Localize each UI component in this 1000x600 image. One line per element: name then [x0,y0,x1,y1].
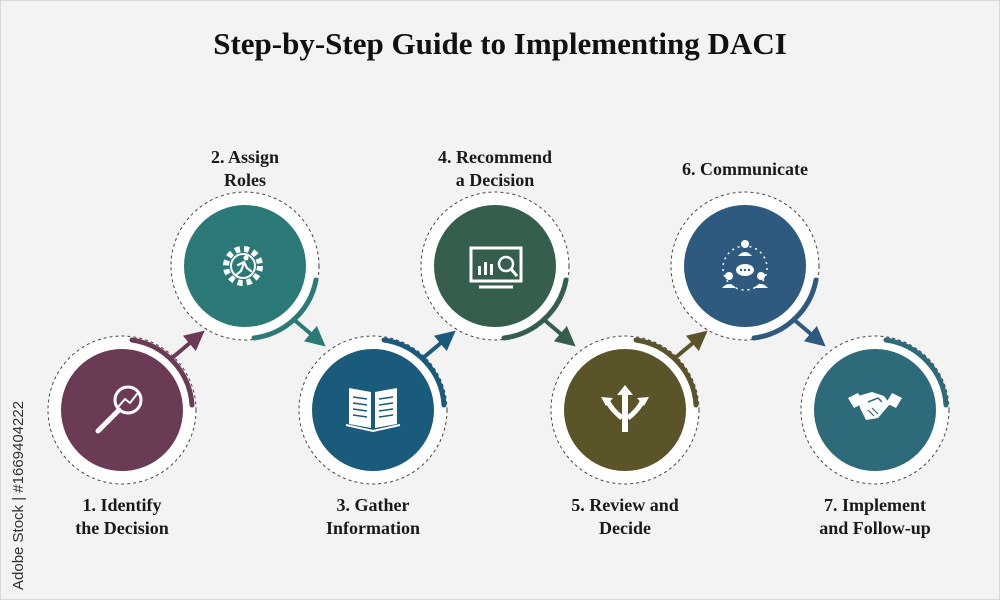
open-book-icon [345,388,401,433]
step-6-label: 6. Communicate [682,159,808,179]
handshake-icon [848,392,902,420]
step-2-arrow [290,316,326,347]
magnifier-chart-icon [95,385,143,434]
monitor-analytics-icon [469,246,523,289]
stock-watermark: Adobe Stock | #1669404222 [10,400,27,590]
step-6-arrow [790,316,826,347]
step-5-node [550,330,708,485]
step-3-arrow [421,330,456,360]
direction-arrows-icon [601,385,649,432]
gear-person-icon [223,246,263,286]
step-7-node [800,335,950,485]
step-2-node [170,191,326,347]
step-6-node [670,191,826,347]
step-7-arc [883,337,949,408]
step-4-arrow [540,316,576,347]
step-3-node [298,330,456,485]
step-3-arc [381,337,447,408]
step-5-arrow [673,330,708,360]
step-5-arc [633,337,699,408]
step-1-arrow [170,330,205,360]
page-title: Step-by-Step Guide to Implementing DACI [213,26,787,61]
step-1-arc [129,337,195,408]
step-4-node [420,191,576,347]
team-communication-icon [722,240,768,291]
step-1-node [47,330,205,485]
